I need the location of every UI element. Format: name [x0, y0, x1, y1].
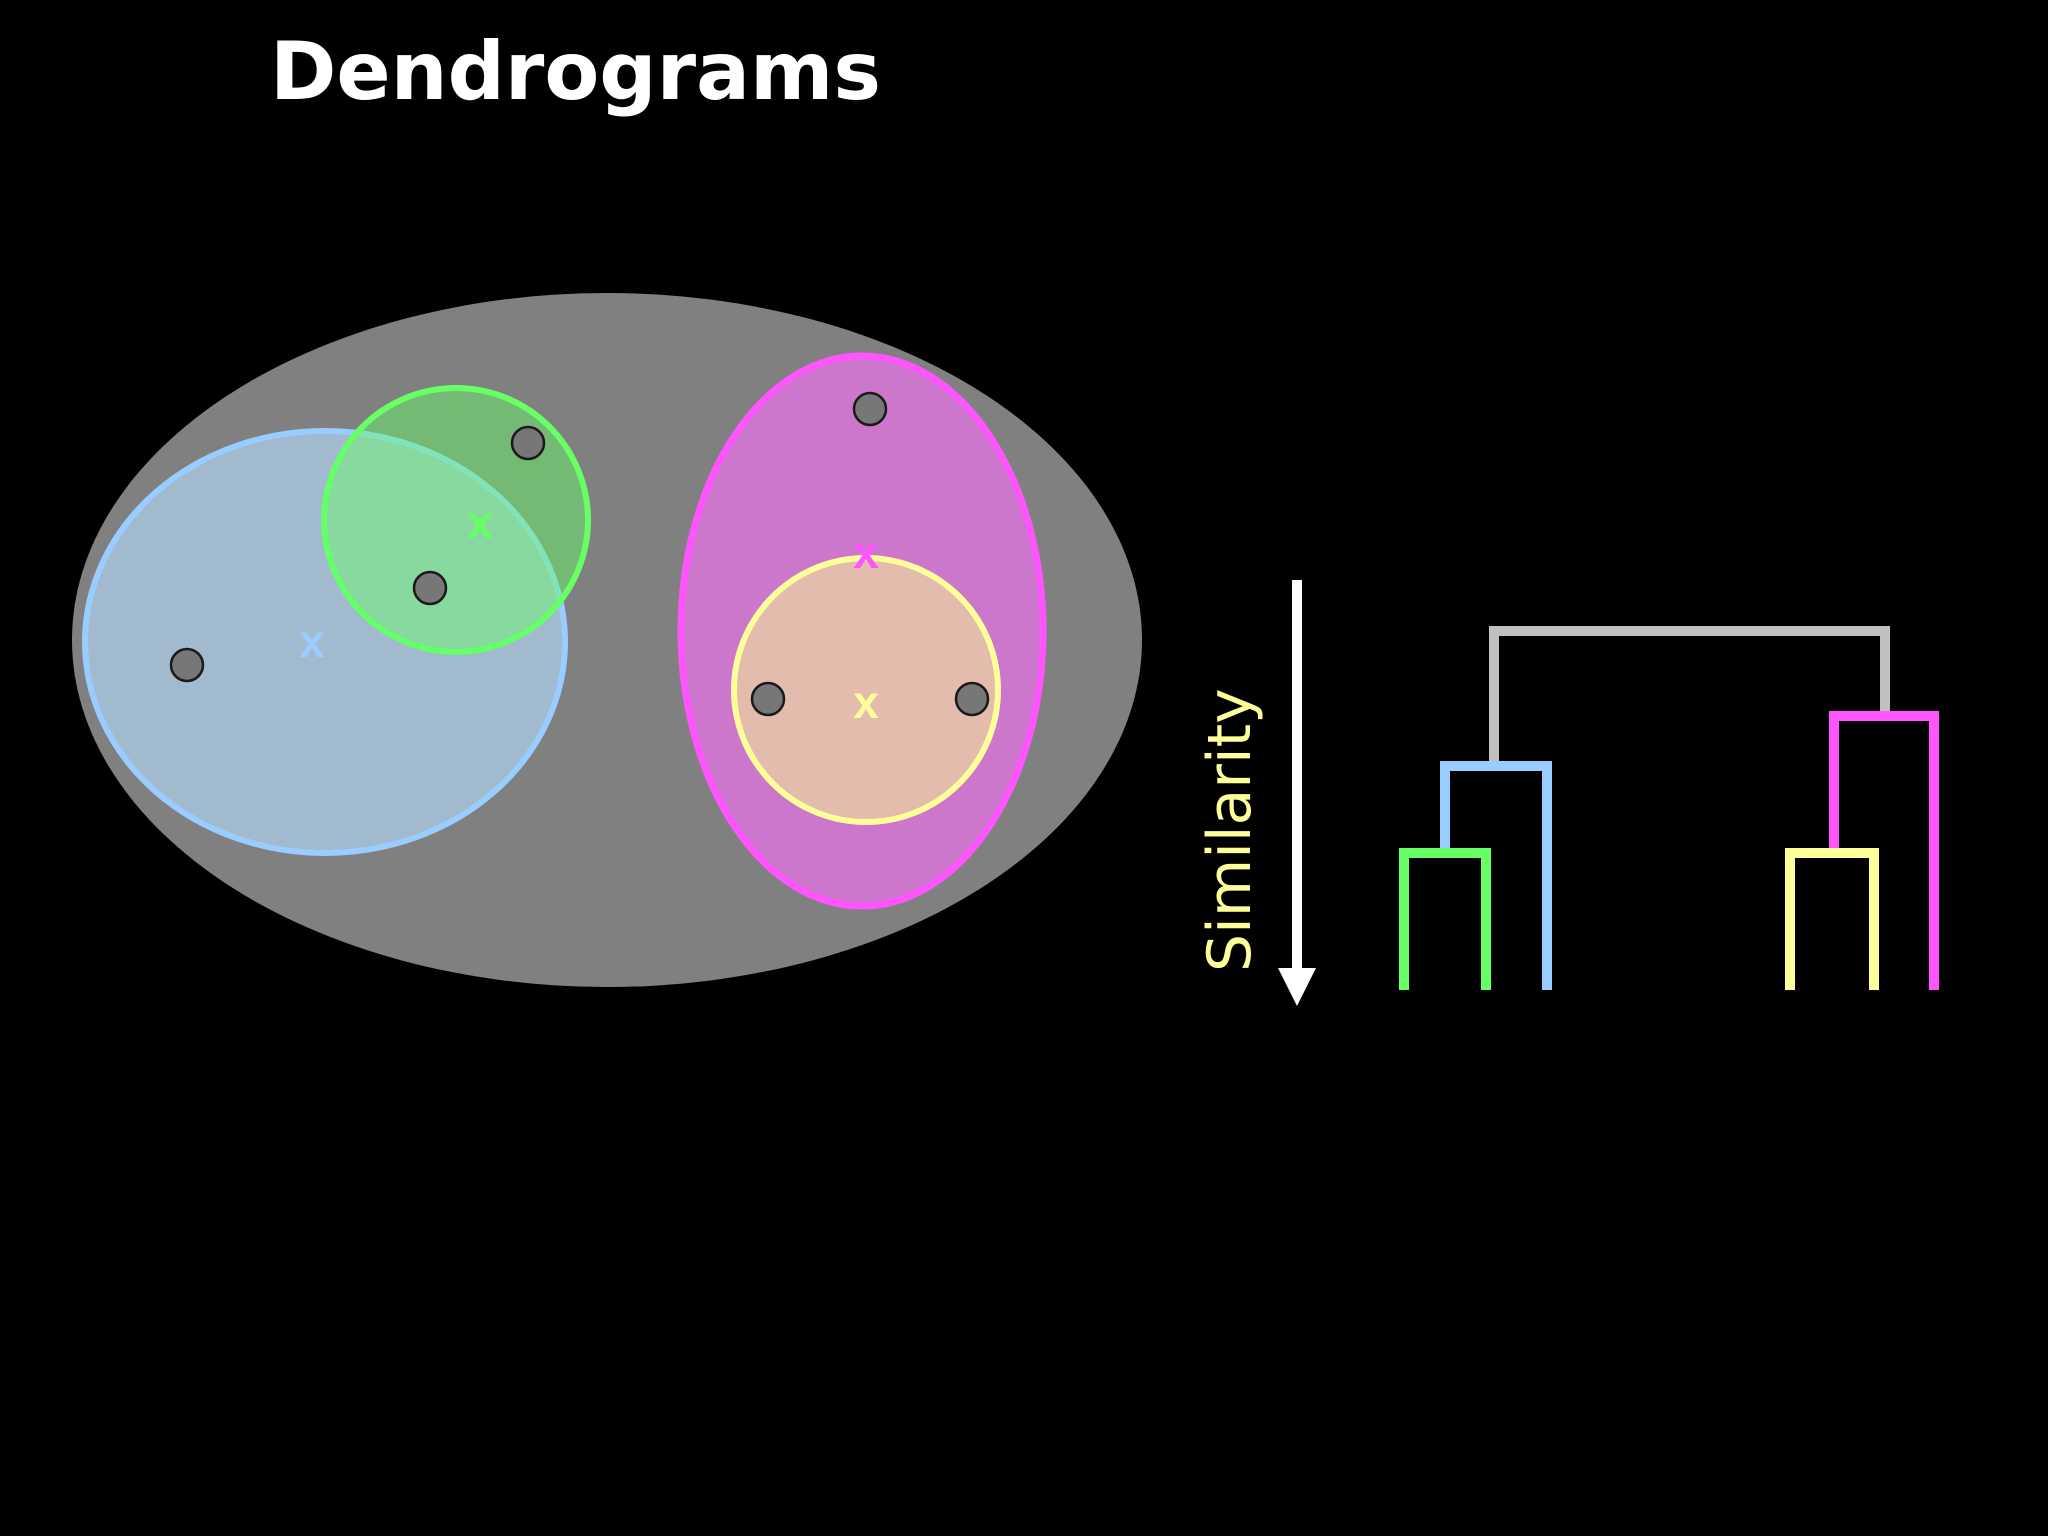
slide-title: Dendrograms: [270, 25, 881, 118]
similarity-axis: Similarity: [1195, 580, 1316, 1006]
data-point: [412, 570, 448, 606]
down-arrow-icon: [1278, 968, 1316, 1006]
data-point: [169, 647, 205, 683]
yellow-centroid-mark: x: [853, 676, 879, 728]
magenta-centroid-mark: x: [853, 526, 879, 578]
blue-centroid-mark: x: [299, 615, 325, 667]
dendrogram-blue-link: [1440, 761, 1552, 990]
blue-cluster: [82, 428, 568, 856]
data-point: [954, 681, 990, 717]
green-centroid-mark: x: [467, 496, 493, 548]
cluster-venn-diagram: x x x x: [72, 293, 1142, 987]
data-point: [510, 425, 546, 461]
yellow-cluster: [731, 555, 1001, 825]
dendrogram-green-link: [1399, 848, 1491, 990]
data-point: [750, 681, 786, 717]
data-point: [852, 391, 888, 427]
dendrogram-magenta-link: [1829, 711, 1939, 990]
similarity-label: Similarity: [1195, 688, 1265, 972]
dendrogram-yellow-link: [1785, 848, 1879, 990]
dendrogram-root-link: [1489, 626, 1890, 765]
dendrogram: [1399, 626, 1939, 990]
green-cluster: [321, 385, 591, 655]
